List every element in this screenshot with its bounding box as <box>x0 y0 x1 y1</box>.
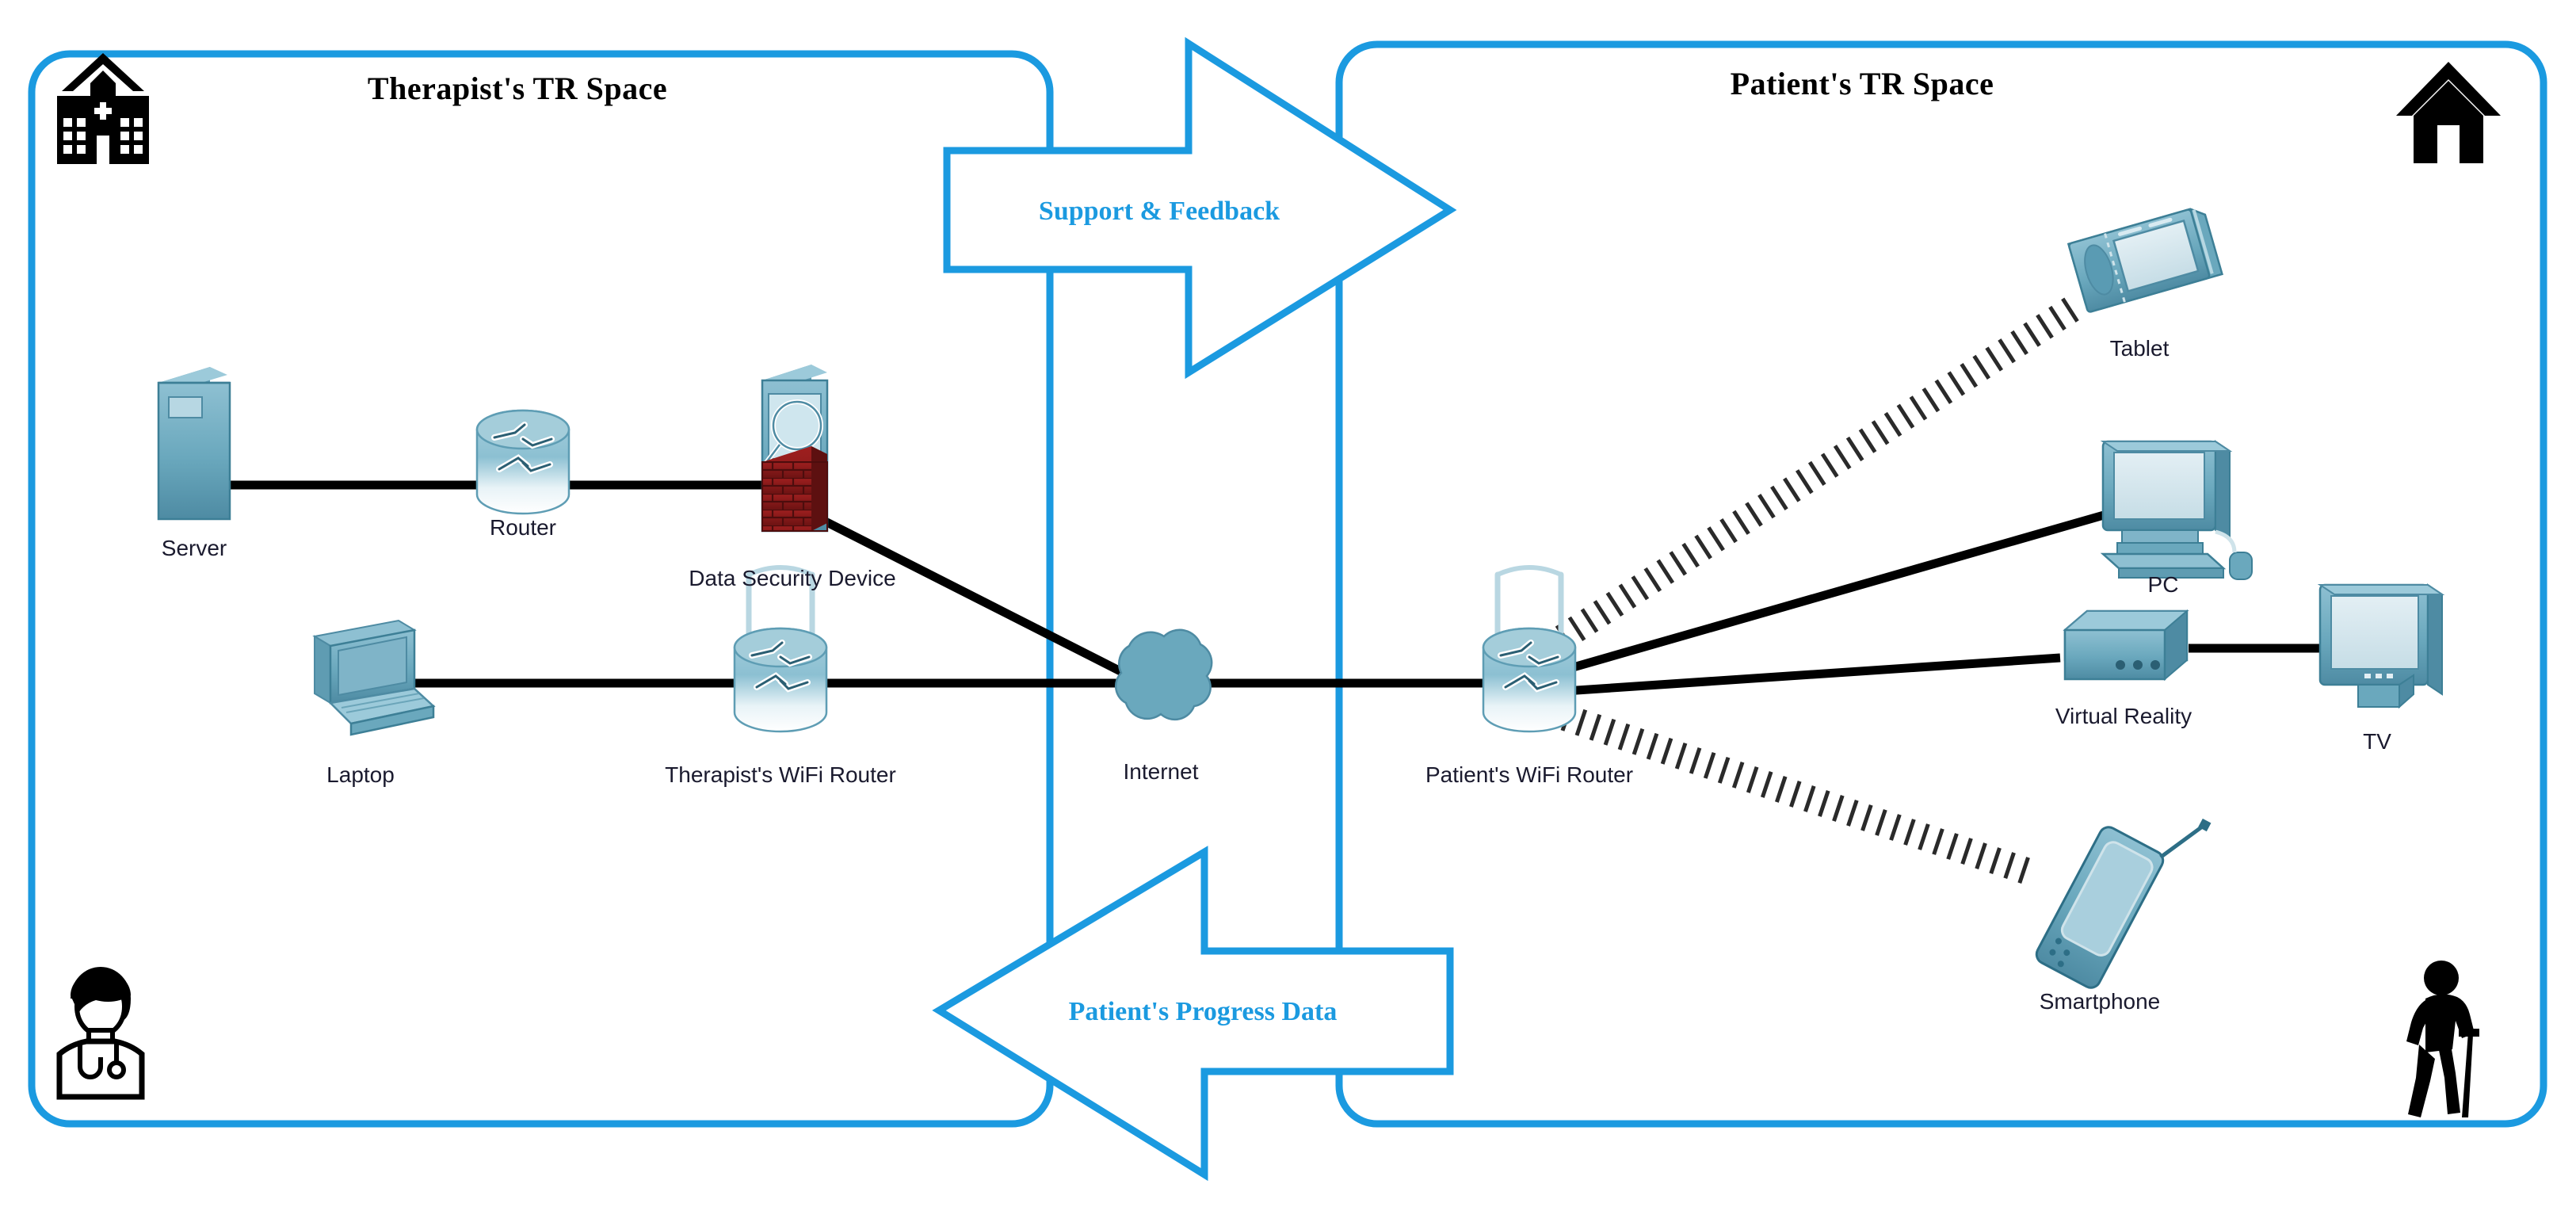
therapist-panel-frame <box>28 50 1054 1128</box>
wifi-router-icon <box>733 565 828 733</box>
patient-panel-frame <box>1335 40 2547 1128</box>
node-label-tablet: Tablet <box>2109 336 2170 361</box>
tablet-icon <box>2067 208 2223 313</box>
patient-progress-arrow-label: Patient's Progress Data <box>1068 997 1338 1026</box>
node-label-server: Server <box>161 536 227 560</box>
pc-icon <box>2100 440 2253 580</box>
node-label-laptop: Laptop <box>326 762 395 787</box>
firewall-icon <box>761 365 829 533</box>
node-label-smartphone: Smartphone <box>2039 989 2161 1014</box>
router-icon <box>475 409 571 515</box>
laptop-icon <box>312 619 436 736</box>
hospital-icon <box>57 53 149 164</box>
node-label-internet: Internet <box>1123 759 1199 784</box>
wireless-link-smartphone <box>1560 704 2033 885</box>
node-label-virtual-reality: Virtual Reality <box>2055 704 2192 728</box>
elderly-person-with-cane-icon <box>2406 961 2479 1117</box>
node-label-patient-wifi: Patient's WiFi Router <box>1425 762 1634 787</box>
node-label-therapist-wifi: Therapist's WiFi Router <box>665 762 896 787</box>
tv-icon <box>2317 583 2445 709</box>
node-label-router: Router <box>489 515 557 540</box>
support-feedback-arrow <box>943 36 1457 380</box>
smartphone-icon <box>2035 818 2212 989</box>
therapist-panel-title: Therapist's TR Space <box>367 71 668 106</box>
node-label-data-security: Data Security Device <box>689 566 896 590</box>
home-icon <box>2396 62 2501 163</box>
patient-progress-arrow <box>932 846 1454 1182</box>
doctor-icon <box>56 967 145 1100</box>
patient-panel-title: Patient's TR Space <box>1730 66 1994 101</box>
wifi-router-icon <box>1482 565 1577 733</box>
node-label-tv: TV <box>2363 729 2391 754</box>
vr-box-icon <box>2063 609 2189 682</box>
wireless-link-tablet <box>1555 293 2086 650</box>
node-label-pc: PC <box>2147 572 2179 597</box>
support-feedback-arrow-label: Support & Feedback <box>1038 197 1280 226</box>
wired-links <box>210 480 2334 696</box>
server-icon <box>157 367 231 521</box>
cloud-icon <box>1114 628 1213 721</box>
